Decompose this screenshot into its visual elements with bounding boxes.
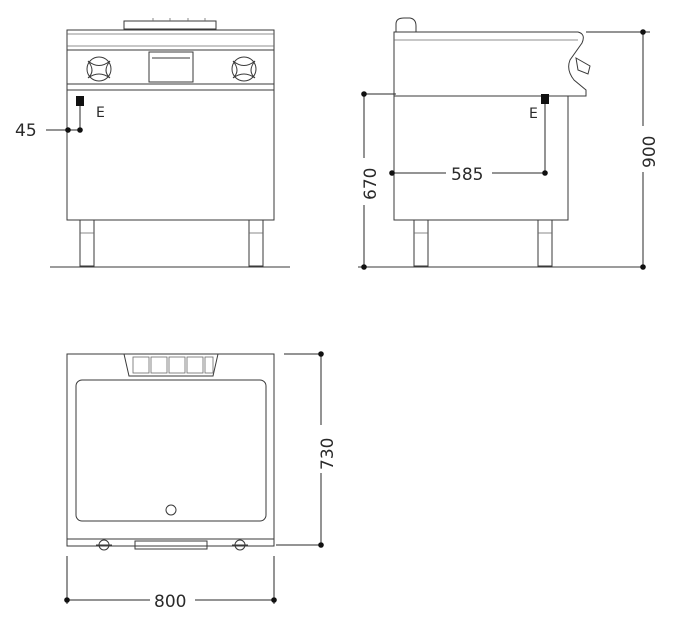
front-marker-label: E [96, 105, 105, 121]
front-drain-spout [148, 51, 194, 83]
front-splash [123, 20, 217, 30]
side-cabinet [393, 95, 569, 221]
top-outer-frame [66, 353, 275, 547]
front-cabinet [66, 89, 275, 221]
front-control-panel [66, 49, 275, 85]
top-knob-right-icon [232, 539, 248, 551]
right-knob-icon [231, 56, 257, 82]
side-marker-label: E [529, 106, 538, 122]
top-cooking-plate [75, 379, 267, 522]
top-vent-grille [123, 353, 219, 377]
front-top-plate [66, 29, 275, 51]
top-drain-spout [134, 540, 208, 550]
top-view: 730 800 [64, 351, 338, 612]
drain-hole-icon [165, 504, 177, 516]
front-leg-left [79, 219, 95, 267]
side-top-profile [393, 31, 587, 97]
side-leg-front [537, 219, 553, 267]
side-splash [395, 17, 417, 32]
left-knob-icon [86, 56, 112, 82]
front-view: E 45 [15, 18, 290, 268]
dim-730: 730 [318, 438, 338, 470]
side-connection-marker [541, 94, 549, 104]
side-knob-icon [575, 57, 591, 75]
dim-585: 585 [451, 165, 483, 185]
top-knob-left-icon [96, 539, 112, 551]
front-leg-right [248, 219, 264, 267]
dim-45: 45 [15, 121, 37, 141]
side-leg-back [413, 219, 429, 267]
side-view: E 585 670 900 [358, 17, 660, 270]
front-connection-marker [76, 96, 84, 106]
dim-900: 900 [640, 136, 660, 168]
dim-670: 670 [361, 168, 381, 200]
dim-800: 800 [154, 592, 186, 612]
